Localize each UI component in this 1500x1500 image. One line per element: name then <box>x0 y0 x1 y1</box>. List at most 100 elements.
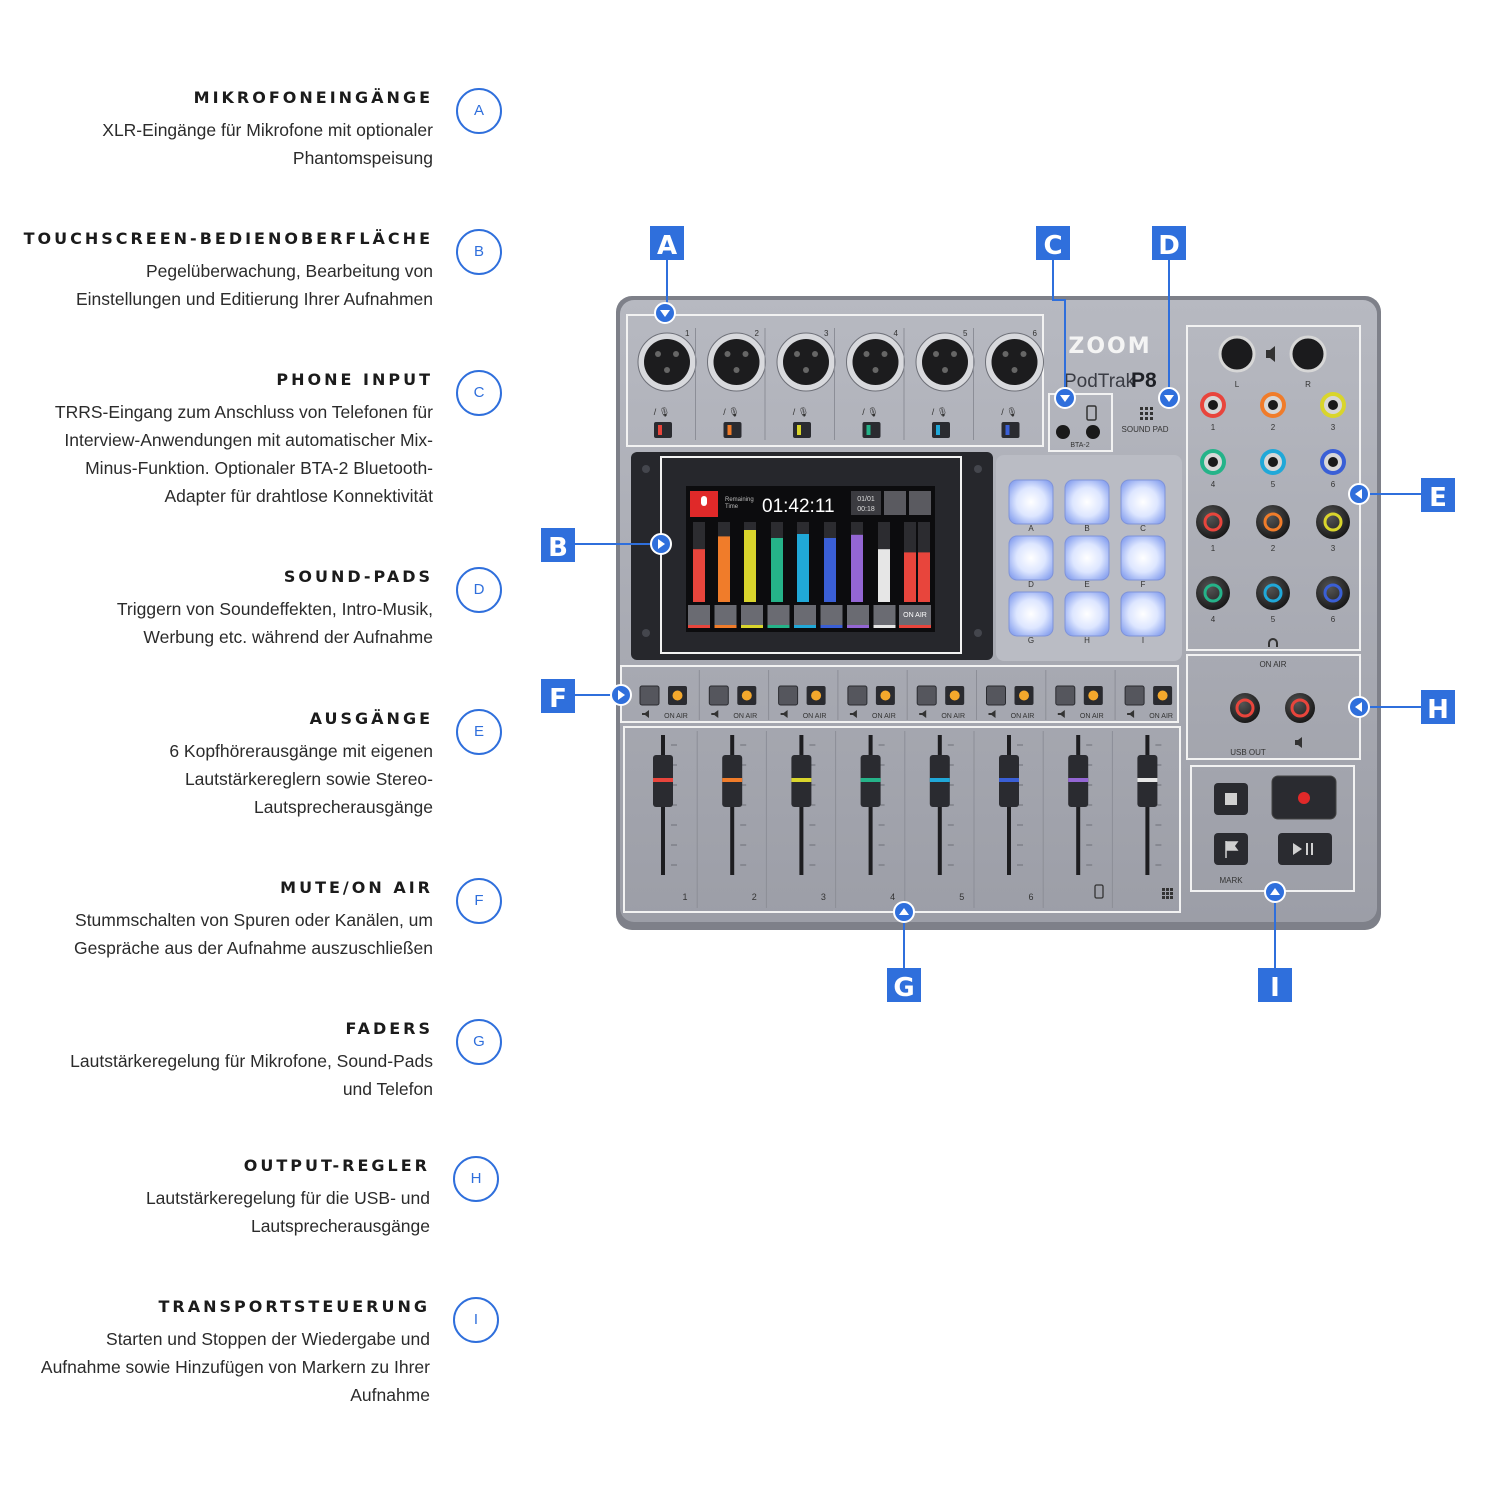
input-switch[interactable] <box>723 422 742 438</box>
bta-jack[interactable] <box>1086 425 1100 439</box>
screen-channel-button[interactable] <box>767 605 790 625</box>
screen-on-air-button[interactable] <box>899 605 931 625</box>
on-air-label: ON AIR <box>1080 713 1104 720</box>
screen-channel-button[interactable] <box>873 605 896 625</box>
input-switch[interactable] <box>932 422 950 438</box>
on-air-label: ON AIR <box>872 713 896 720</box>
knob-number: 3 <box>1331 544 1336 553</box>
headphone-volume-knob[interactable] <box>1196 576 1230 610</box>
mute-button[interactable] <box>708 685 729 706</box>
speaker-out-right[interactable] <box>1289 335 1327 373</box>
meter-level <box>878 549 890 602</box>
screen-channel-button[interactable] <box>741 605 763 625</box>
sound-pad[interactable] <box>1120 479 1166 525</box>
mute-button[interactable] <box>778 685 799 706</box>
xlr-pin <box>863 351 870 357</box>
screen-channel-button[interactable] <box>794 605 816 625</box>
sound-pad[interactable] <box>1120 535 1166 581</box>
input-switch[interactable] <box>1001 422 1020 438</box>
mute-button[interactable] <box>847 685 868 706</box>
fader-number: 4 <box>890 892 895 902</box>
sound-pad-letter: B <box>1084 524 1089 533</box>
speaker-out-knob[interactable] <box>1285 693 1315 723</box>
fader-number: 6 <box>1028 892 1033 902</box>
usb-out-knob[interactable] <box>1230 693 1260 723</box>
screen-channel-button[interactable] <box>688 605 710 625</box>
input-number: 1 <box>685 329 690 338</box>
sound-pad[interactable] <box>1064 479 1110 525</box>
on-air-led <box>1088 690 1099 701</box>
feature-badge-a: A <box>456 88 502 134</box>
input-switch[interactable] <box>793 422 811 438</box>
screen-channel-button[interactable] <box>714 605 737 625</box>
sd-card-icon[interactable] <box>884 491 906 515</box>
knob-number: 2 <box>1271 544 1276 553</box>
fader-number: 3 <box>821 892 826 902</box>
mute-button[interactable] <box>916 685 937 706</box>
phone-jack[interactable] <box>1056 425 1070 439</box>
sound-pad[interactable] <box>1064 535 1110 581</box>
sound-pad[interactable] <box>1008 591 1054 637</box>
on-air-led <box>1019 690 1029 701</box>
pad-fader-grid-icon <box>1162 888 1173 899</box>
knob-color-ring <box>1323 512 1343 532</box>
sound-pad[interactable] <box>1008 535 1054 581</box>
feature-title: SOUND-PADS <box>283 567 433 586</box>
mute-button[interactable] <box>639 685 660 706</box>
speaker-volume-icon <box>1295 737 1302 748</box>
mute-icon <box>711 710 719 718</box>
input-switch-led <box>866 425 871 435</box>
headphone-volume-knob[interactable] <box>1316 576 1350 610</box>
xlr-pin <box>673 351 679 357</box>
screen-channel-color <box>794 625 816 628</box>
mute-button[interactable] <box>986 685 1006 706</box>
input-section-outline <box>626 314 1044 447</box>
screen-channel-color <box>873 625 896 628</box>
play-pause-button[interactable] <box>1278 833 1332 865</box>
on-air-led <box>880 690 891 701</box>
sound-pad[interactable] <box>1064 591 1110 637</box>
headphone-jack-hole <box>1268 457 1278 467</box>
callout-arrow-icon <box>1355 702 1362 712</box>
sound-pad[interactable] <box>1008 479 1054 525</box>
input-switch[interactable] <box>862 422 881 438</box>
input-number: 3 <box>824 329 829 338</box>
feature-title: FADERS <box>345 1019 433 1038</box>
knob-number: 5 <box>1271 615 1276 624</box>
fader-color-stripe <box>860 778 881 782</box>
headphone-icon <box>1268 638 1278 647</box>
mute-icon <box>988 710 996 718</box>
usb-out-label: USB OUT <box>1230 748 1266 757</box>
mute-button[interactable] <box>1124 685 1145 706</box>
callout-arrow-icon <box>1164 395 1174 402</box>
meter-level <box>771 538 783 602</box>
screen-channel-button[interactable] <box>820 605 843 625</box>
headphone-volume-knob[interactable] <box>1256 505 1290 539</box>
sound-pad[interactable] <box>1120 591 1166 637</box>
bta-label: BTA-2 <box>1070 442 1089 449</box>
fader-color-stripe <box>722 778 743 782</box>
feature-title: TRANSPORTSTEUERUNG <box>158 1297 430 1316</box>
input-switch[interactable] <box>654 422 672 438</box>
mute-button[interactable] <box>1055 685 1076 706</box>
input-number: 6 <box>1033 329 1038 338</box>
headphone-volume-knob[interactable] <box>1316 505 1350 539</box>
on-air-led <box>811 690 822 701</box>
headphone-jack-hole <box>1328 400 1338 410</box>
knob-color-ring <box>1323 583 1343 603</box>
feature-badge-g: G <box>456 1019 502 1065</box>
screen-channel-button[interactable] <box>847 605 869 625</box>
speaker-out-left[interactable] <box>1218 335 1256 373</box>
headphone-volume-knob[interactable] <box>1256 576 1290 610</box>
callout-arrow-icon <box>1355 489 1362 499</box>
meter-level <box>693 549 705 602</box>
model-name: PodTrak <box>1064 371 1136 392</box>
battery-icon[interactable] <box>909 491 931 515</box>
headphone-volume-knob[interactable] <box>1196 505 1230 539</box>
on-air-label: ON AIR <box>941 713 965 720</box>
callout-e <box>1421 478 1455 512</box>
mic-line-icon: / 🎙 <box>654 407 670 417</box>
xlr-pin <box>812 351 818 357</box>
input-switch-led <box>1005 425 1010 435</box>
feature-faders: FADERS Lautstärkeregelung für Mikrofone,… <box>3 1019 433 1103</box>
